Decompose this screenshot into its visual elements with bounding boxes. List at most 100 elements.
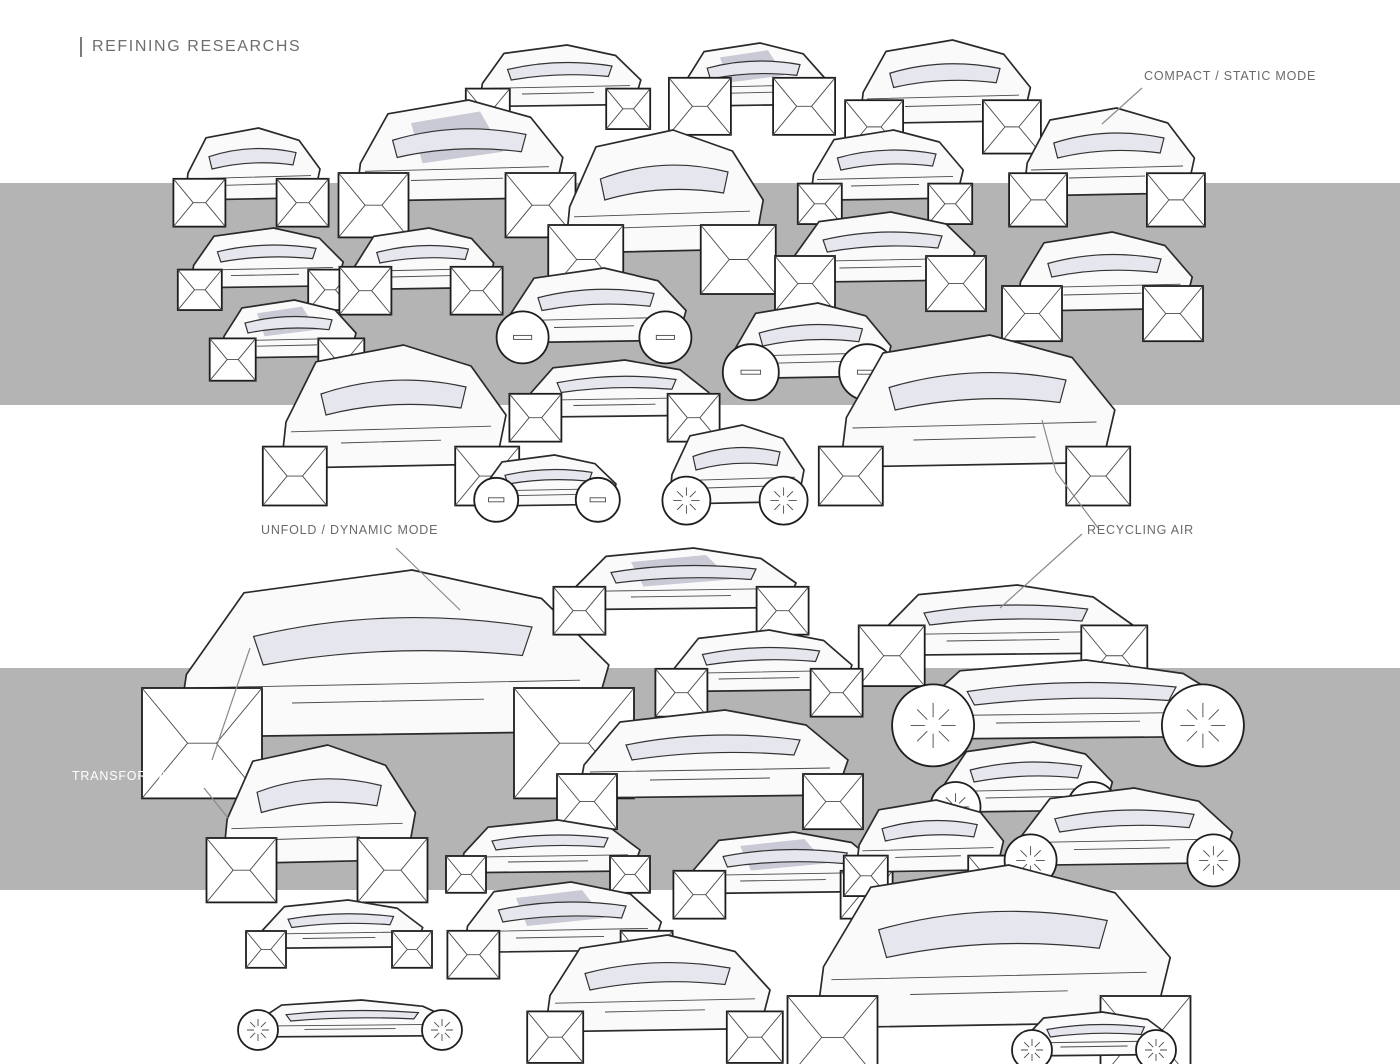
- vehicle-window: [888, 371, 1067, 411]
- leader-compact-static: [1101, 87, 1143, 125]
- wheel-facet: [339, 266, 392, 315]
- vehicle-sketch: [672, 831, 894, 920]
- wheel-facet: [391, 930, 433, 969]
- wheel-facet: [245, 930, 287, 969]
- vehicle-lines: [195, 679, 581, 704]
- vehicle-sketch: [176, 227, 354, 311]
- vehicle-sketch: [661, 424, 809, 526]
- vehicle-lines: [467, 854, 629, 863]
- wheel-round: [473, 476, 520, 523]
- wheel-facet: [927, 183, 973, 225]
- vehicle-window: [889, 63, 1001, 89]
- vehicle-window: [320, 379, 467, 416]
- vehicle-window: [1047, 253, 1162, 278]
- annotation-leader-lines: [203, 87, 1143, 819]
- wheel-slot: [513, 334, 533, 340]
- wheel-facet: [673, 870, 726, 919]
- wheel-spokes: [1021, 1039, 1043, 1061]
- vehicle-sketch: [552, 547, 810, 636]
- leader-transformation-up: [211, 647, 251, 761]
- vehicle-lines: [1025, 838, 1219, 851]
- label-transformation: TRANSFORMATION: [72, 769, 200, 783]
- wheel-round: [237, 1009, 279, 1051]
- vehicle-window: [692, 446, 781, 471]
- vehicle-window: [584, 961, 731, 991]
- wheel-facet: [668, 77, 732, 136]
- vehicle-window: [758, 323, 864, 347]
- vehicle-lines: [573, 210, 751, 229]
- wheel-facet: [843, 855, 889, 897]
- vehicle-lines: [580, 588, 782, 598]
- wheel-facet: [667, 393, 720, 442]
- vehicle-window: [877, 910, 1108, 959]
- wheel-facet: [772, 77, 836, 136]
- vehicle-lines: [816, 175, 954, 187]
- vehicle-window: [506, 61, 613, 81]
- vehicle-sketch: [338, 227, 504, 316]
- vehicle-window: [881, 819, 978, 842]
- vehicle-sketch: [1011, 1011, 1177, 1064]
- wheel-facet: [1146, 172, 1206, 227]
- vehicle-sketch: [445, 819, 651, 894]
- vehicle-window: [1053, 132, 1165, 159]
- vehicle-lines: [266, 931, 412, 939]
- leader-recycling-air-lower: [999, 533, 1083, 609]
- wheel-round: [1011, 1029, 1053, 1064]
- wheel-round: [758, 475, 809, 526]
- vehicle-sketch: [654, 629, 864, 718]
- vehicle-sketch: [796, 129, 974, 225]
- vehicle-window: [244, 315, 333, 334]
- wheel-box: [786, 995, 879, 1064]
- wheel-facet: [925, 255, 987, 312]
- wheel-facet: [173, 178, 226, 227]
- wheel-box: [526, 1010, 585, 1064]
- vehicle-window: [966, 681, 1177, 706]
- wheel-slot: [740, 369, 762, 375]
- vehicle-window: [556, 375, 677, 394]
- wheel-spokes: [910, 702, 956, 748]
- vehicle-sketch: [337, 99, 577, 239]
- wheel-facet: [609, 855, 651, 894]
- wheel-round: [495, 310, 550, 365]
- wheel-facet: [447, 930, 500, 979]
- vehicle-window: [216, 244, 317, 263]
- vehicle-sketch: [817, 334, 1132, 507]
- wheel-round: [1135, 1029, 1177, 1064]
- wheel-round: [421, 1009, 463, 1051]
- wheel-slot: [655, 334, 675, 340]
- vehicle-lines: [364, 166, 550, 181]
- wheel-facet: [209, 338, 257, 382]
- wheel-slot: [488, 497, 505, 503]
- vehicle-window: [599, 164, 729, 201]
- wheel-round: [721, 343, 780, 402]
- vehicle-lines: [831, 971, 1147, 995]
- wheel-facet: [141, 687, 263, 799]
- vehicle-sketches: [141, 39, 1245, 1064]
- wheel-facet: [505, 172, 576, 238]
- vehicle-body: [577, 709, 849, 799]
- wheel-spokes: [247, 1019, 269, 1041]
- vehicle-sketch: [237, 999, 463, 1051]
- vehicle-lines: [890, 630, 1116, 642]
- vehicle-sketch: [245, 899, 433, 969]
- vehicle-sketch: [172, 127, 330, 228]
- vehicle-sketch: [508, 359, 721, 443]
- wheel-facet: [276, 178, 329, 227]
- page-title-block: REFINING RESEARCHS: [80, 36, 301, 58]
- wheel-round: [1186, 833, 1241, 888]
- label-unfold-dynamic-mode: UNFOLD / DYNAMIC MODE: [261, 523, 439, 537]
- wheel-facet: [774, 255, 836, 312]
- wheel-facet: [556, 773, 618, 830]
- wheel-facet: [262, 446, 328, 506]
- vehicle-window: [610, 564, 757, 584]
- wheel-facet: [797, 183, 843, 225]
- vehicle-window: [701, 646, 821, 666]
- wheel-box: [508, 392, 563, 443]
- wheel-box: [338, 265, 393, 316]
- wheel-facet: [1065, 446, 1131, 506]
- vehicle-sketch: [261, 344, 521, 507]
- wheel-spokes: [673, 487, 700, 514]
- vehicle-lines: [290, 425, 492, 444]
- wheel-facet: [700, 224, 777, 295]
